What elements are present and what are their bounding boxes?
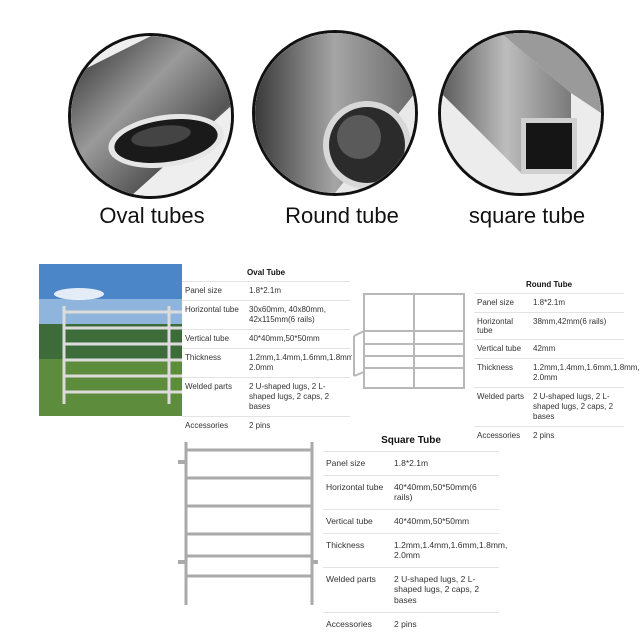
oval-spec-title: Oval Tube <box>246 268 286 277</box>
spec-key: Vertical tube <box>326 515 373 526</box>
square-panel-photo <box>172 430 320 610</box>
spec-key: Panel size <box>326 458 366 468</box>
spec-value: 2 U-shaped lugs, 2 L-shaped lugs, 2 caps… <box>249 382 330 411</box>
spec-row: Thickness 1.2mm,1.4mm,1.6mm,1.8mm, 2.0mm <box>323 532 507 567</box>
square-tube-label: square tube <box>468 203 586 228</box>
round-spec-table: Round Tube Panel size 1.8*2.1m Horizontal… <box>474 276 640 445</box>
spec-row: Horizontal tube 38mm,42mm(6 rails) <box>474 312 624 339</box>
spec-key: Panel size <box>477 298 514 307</box>
spec-key: Thickness <box>185 353 222 362</box>
spec-row: Panel size 1.8*2.1m <box>182 281 350 300</box>
spec-key: Welded parts <box>326 573 376 584</box>
spec-key: Horizontal tube <box>477 317 514 335</box>
spec-row: Panel size 1.8*2.1m <box>474 293 624 312</box>
spec-value: 2 pins <box>533 431 555 440</box>
spec-value: 2 U-shaped lugs, 2 L-shaped lugs, 2 caps… <box>394 573 480 605</box>
oval-spec-table: Oval Tube Panel size 1.8*2.1m Horizontal … <box>182 264 356 435</box>
spec-key: Vertical tube <box>477 344 522 353</box>
spec-row: Welded parts 2 U-shaped lugs, 2 L-shaped … <box>182 377 350 416</box>
spec-row: Thickness 1.2mm,1.4mm,1.6mm,1.8mm, 2.0mm <box>182 348 356 377</box>
spec-key: Welded parts <box>477 392 524 401</box>
spec-key: Vertical tube <box>185 334 230 343</box>
spec-row: Vertical tube 40*40mm,50*50mm <box>182 329 350 348</box>
spec-key: Panel size <box>185 286 222 295</box>
spec-key: Accessories <box>185 421 229 430</box>
round-tube-label: Round tube <box>285 203 399 228</box>
spec-key: Thickness <box>326 539 365 550</box>
spec-row: Horizontal tube 30x60mm, 40x80mm, 42x115m… <box>182 300 350 329</box>
spec-value: 2 pins <box>394 618 417 629</box>
spec-row: Accessories 2 pins <box>182 416 350 435</box>
spec-row: Vertical tube 42mm <box>474 339 624 358</box>
oval-tube-photo <box>68 33 234 199</box>
spec-value: 1.2mm,1.4mm,1.6mm,1.8mm, 2.0mm <box>533 363 640 382</box>
spec-row: Welded parts 2 U-shaped lugs, 2 L-shaped … <box>474 387 624 426</box>
square-spec-table: Square Tube Panel size 1.8*2.1m Horizonta… <box>323 430 507 635</box>
spec-row: Horizontal tube 40*40mm,50*50mm(6 rails) <box>323 474 499 509</box>
spec-row: Vertical tube 40*40mm,50*50mm <box>323 508 499 533</box>
round-panel-photo <box>352 276 472 396</box>
spec-value: 40*40mm,50*50mm(6 rails) <box>394 481 477 503</box>
spec-value: 2 pins <box>249 421 271 430</box>
spec-key: Horizontal tube <box>326 481 384 492</box>
spec-value: 1.8*2.1m <box>533 298 566 307</box>
spec-key: Welded parts <box>185 382 232 391</box>
spec-value: 40*40mm,50*50mm <box>249 334 320 343</box>
spec-value: 38mm,42mm(6 rails) <box>533 317 607 326</box>
spec-value: 42mm <box>533 344 556 353</box>
spec-value: 1.8*2.1m <box>249 286 282 295</box>
spec-value: 40*40mm,50*50mm <box>394 515 470 526</box>
spec-value: 1.2mm,1.4mm,1.6mm,1.8mm, 2.0mm <box>394 539 508 561</box>
spec-key: Thickness <box>477 363 514 372</box>
round-spec-title: Round Tube <box>525 280 573 289</box>
square-spec-title: Square Tube <box>381 435 441 446</box>
spec-value: 2 U-shaped lugs, 2 L-shaped lugs, 2 caps… <box>533 392 614 421</box>
round-tube-photo <box>252 30 418 196</box>
spec-value: 30x60mm, 40x80mm, 42x115mm(6 rails) <box>249 305 326 324</box>
spec-row: Thickness 1.2mm,1.4mm,1.6mm,1.8mm, 2.0mm <box>474 358 640 387</box>
spec-row: Accessories 2 pins <box>474 426 624 445</box>
spec-row: Panel size 1.8*2.1m <box>323 451 499 475</box>
oval-panel-photo <box>39 264 182 416</box>
oval-tubes-label: Oval tubes <box>99 203 205 228</box>
spec-key: Horizontal tube <box>185 305 239 314</box>
spec-row: Welded parts 2 U-shaped lugs, 2 L-shaped … <box>323 566 499 612</box>
spec-row: Accessories 2 pins <box>323 611 499 635</box>
spec-value: 1.8*2.1m <box>394 458 429 468</box>
square-tube-photo <box>438 30 604 196</box>
spec-value: 1.2mm,1.4mm,1.6mm,1.8mm, 2.0mm <box>249 353 356 372</box>
spec-key: Accessories <box>326 618 372 629</box>
spec-key: Accessories <box>477 431 521 440</box>
